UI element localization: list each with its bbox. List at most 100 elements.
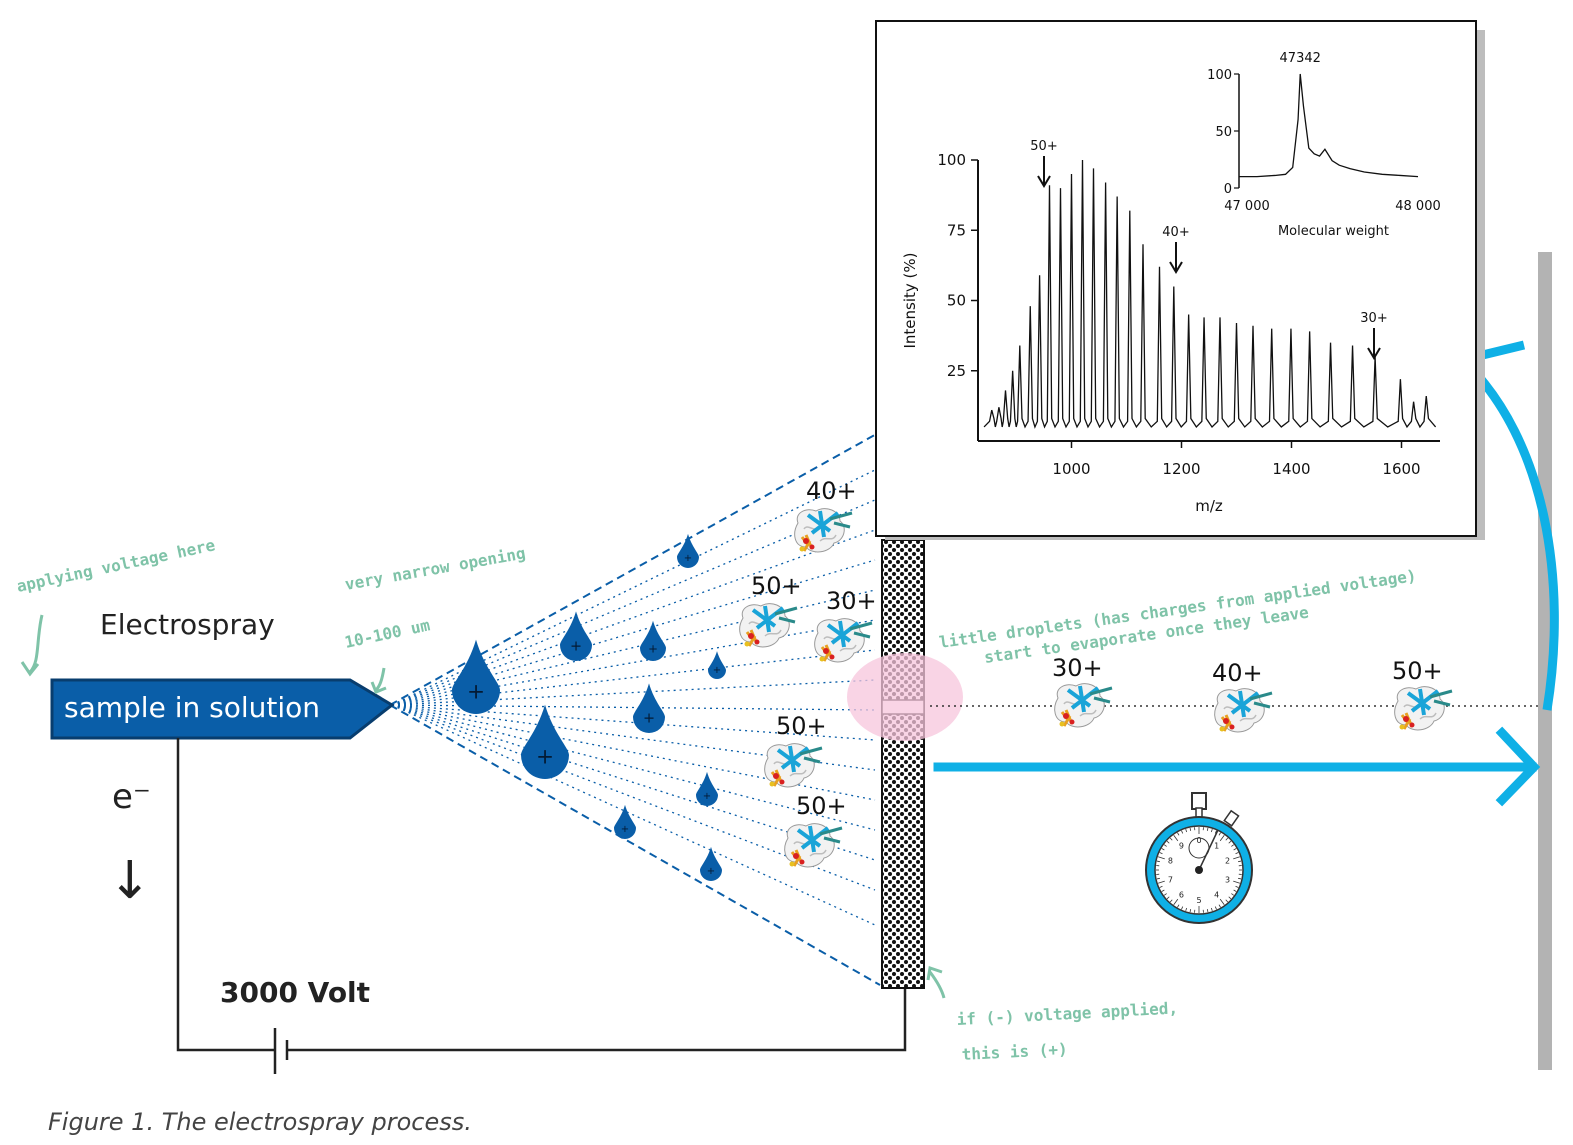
- spray-line: [391, 679, 876, 706]
- stopwatch-tick: [1163, 893, 1167, 896]
- spray-line: [391, 704, 876, 831]
- stopwatch-tick: [1214, 830, 1217, 834]
- spray-line: [391, 704, 876, 741]
- peak-annotation: 50+: [1030, 139, 1058, 188]
- y-tick-label: 75: [947, 221, 966, 239]
- protein-ions: 40+ 50+ 30+ 50+ 50+ 30+ 40+ 50+: [737, 59, 1454, 869]
- droplet-charge: +: [570, 639, 582, 655]
- spray-protein-ion: 30+: [812, 587, 877, 664]
- droplet-shape: [640, 620, 666, 661]
- stopwatch-tick: [1189, 827, 1192, 831]
- droplet-shape: [452, 639, 500, 714]
- stopwatch-tick: [1163, 844, 1167, 847]
- stopwatch-tick: [1210, 907, 1213, 912]
- charged-droplets: ++++++++++: [452, 533, 726, 881]
- droplet-shape: [614, 804, 636, 839]
- capillary-needle: sample in solution: [50, 678, 395, 740]
- stopwatch-tick: [1206, 909, 1209, 913]
- droplet-charge: +: [648, 642, 658, 656]
- stopwatch-tick: [1225, 899, 1229, 903]
- droplet-charge: +: [707, 866, 715, 877]
- stopwatch-tick: [1225, 837, 1229, 841]
- annotation-voltage-pointer: [20, 614, 44, 677]
- stopwatch-number: 5: [1196, 896, 1201, 905]
- peak-arrow-head: [1169, 261, 1183, 274]
- stopwatch-tick: [1218, 832, 1221, 836]
- spray-line: [391, 619, 876, 706]
- inset-x-tick-label: 48 000: [1395, 199, 1441, 214]
- charge-label: 50+: [796, 792, 847, 820]
- protein-icon: [1212, 686, 1274, 734]
- protein-icon: [812, 616, 874, 664]
- stopwatch-tick: [1161, 889, 1165, 892]
- annotation-opening-pointer: [370, 667, 387, 694]
- stopwatch-tick: [1157, 880, 1165, 884]
- spray-protein-ion: 50+: [782, 792, 847, 869]
- detector-plate: [1538, 252, 1552, 1070]
- stopwatch-number: 1: [1214, 842, 1219, 851]
- annotation-negative-voltage-1: if (-) voltage applied,: [956, 998, 1178, 1029]
- stopwatch-tick: [1185, 828, 1188, 833]
- peak-annotation: 40+: [1162, 225, 1190, 274]
- spray-protein-ion: 50+: [762, 712, 827, 789]
- stopwatch-tick: [1189, 909, 1192, 913]
- y-tick-label: 50: [947, 292, 966, 310]
- peak-annotation: 30+: [1360, 311, 1388, 360]
- counter-electrode: [881, 539, 925, 989]
- stopwatch-tick: [1235, 852, 1239, 855]
- inset-x-tick-label: 47 000: [1224, 199, 1270, 214]
- stopwatch-tick: [1214, 906, 1217, 910]
- droplet: +: [700, 846, 722, 881]
- stopwatch-tick: [1219, 834, 1225, 842]
- spray-protein-ion: 40+: [792, 477, 857, 554]
- droplet: +: [708, 651, 726, 679]
- stopwatch-number: 7: [1168, 875, 1173, 884]
- flight-protein-ion: 40+: [1212, 659, 1274, 734]
- charge-label: 30+: [1052, 654, 1103, 682]
- charge-label: 40+: [806, 477, 857, 505]
- charge-label: 30+: [826, 587, 877, 615]
- droplet-shape: [677, 533, 699, 568]
- stopwatch-number: 6: [1179, 890, 1184, 899]
- y-tick-label: 100: [937, 151, 966, 169]
- stopwatch-tick: [1228, 840, 1232, 844]
- droplet: +: [633, 683, 665, 733]
- stopwatch-number: 2: [1225, 857, 1230, 866]
- y-axis-label: Intensity (%): [901, 252, 919, 348]
- protein-icon: [1052, 681, 1114, 729]
- stopwatch-tick: [1169, 837, 1173, 841]
- inset-y-tick-label: 0: [1224, 182, 1232, 197]
- electron-flow-arrow: ↓: [108, 851, 152, 911]
- stopwatch-number: 3: [1225, 875, 1230, 884]
- annotation-opening-size: 10-100 um: [343, 615, 432, 652]
- stopwatch-tick: [1235, 885, 1239, 888]
- stopwatch-tick: [1233, 856, 1241, 860]
- spray-cone-lower-edge: [389, 704, 881, 986]
- inset-y-tick-label: 50: [1215, 125, 1232, 140]
- stopwatch-tick: [1166, 896, 1170, 900]
- spray-line: [391, 704, 876, 861]
- electrospray-title: Electrospray: [100, 608, 275, 641]
- stopwatch-tick: [1181, 830, 1184, 834]
- stopwatch-tick: [1173, 834, 1179, 842]
- peak-label: 30+: [1360, 311, 1387, 326]
- stopwatch-tick: [1231, 844, 1235, 847]
- x-tick-label: 1600: [1382, 460, 1420, 478]
- annotation-electrode-pointer: [926, 966, 946, 999]
- annotation-applying-voltage: applying voltage here: [15, 535, 217, 596]
- stopwatch-tick: [1177, 832, 1180, 836]
- charge-label: 50+: [751, 572, 802, 600]
- sample-label: sample in solution: [64, 691, 320, 724]
- protein-icon: [762, 741, 824, 789]
- flight-protein-ion: 50+: [1392, 657, 1454, 732]
- stopwatch-tick: [1159, 885, 1163, 888]
- droplet: +: [614, 804, 636, 839]
- protein-icon: [1392, 684, 1454, 732]
- droplet: +: [521, 704, 569, 779]
- stopwatch-number: 9: [1179, 842, 1184, 851]
- inset-peak-label: 47342: [1280, 51, 1321, 66]
- figure-caption: Figure 1. The electrospray process.: [48, 1108, 472, 1136]
